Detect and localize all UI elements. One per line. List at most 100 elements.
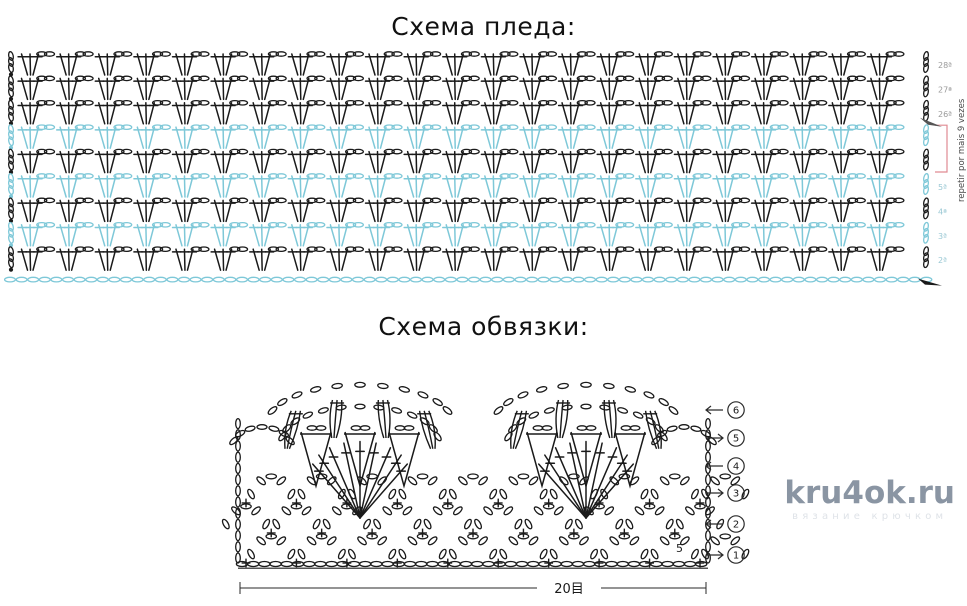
double-crochet-stitch — [94, 199, 106, 223]
arc-count-label: 5 — [676, 542, 683, 555]
double-crochet-stitch — [828, 224, 840, 247]
double-crochet-stitch — [804, 77, 815, 101]
double-crochet-stitch — [341, 248, 352, 271]
double-crochet-stitch — [557, 199, 569, 223]
repeat-note: repetir por mais 9 vezes — [957, 98, 967, 202]
chain-stitch — [143, 276, 156, 283]
double-crochet-stitch — [519, 248, 531, 271]
double-crochet-stitch — [866, 102, 878, 125]
chain-stitch — [236, 173, 249, 179]
chain-stitch — [607, 276, 620, 283]
chain-stitch — [198, 246, 210, 253]
chain-stitch — [388, 548, 397, 560]
chain-stitch — [198, 124, 210, 131]
chain-stitch — [777, 148, 789, 155]
double-crochet-stitch — [519, 175, 531, 198]
chain-stitch — [291, 560, 305, 568]
chain-stitch — [328, 276, 341, 283]
chain-stitch — [781, 276, 794, 283]
double-crochet-stitch — [403, 126, 415, 149]
double-crochet-stitch — [519, 102, 531, 125]
double-crochet-stitch — [148, 199, 159, 223]
chain-stitch — [409, 276, 423, 283]
double-crochet-stitch — [596, 175, 608, 198]
single-crochet-stitch — [695, 558, 705, 568]
double-crochet-stitch — [804, 248, 815, 271]
double-crochet-stitch — [673, 102, 685, 125]
chain-stitch — [275, 221, 287, 228]
double-crochet-stitch — [17, 175, 29, 198]
chain-stitch — [622, 148, 635, 155]
double-crochet-stitch — [133, 77, 145, 101]
double-crochet-stitch — [133, 224, 145, 247]
double-crochet-stitch — [302, 53, 314, 76]
double-crochet-stitch — [688, 150, 700, 174]
chain-stitch — [705, 507, 711, 519]
double-crochet-stitch — [611, 126, 622, 149]
chain-stitch — [429, 197, 442, 204]
double-crochet-stitch — [688, 53, 700, 76]
chain-stitch — [893, 99, 905, 106]
chain-stitch — [8, 221, 14, 232]
chain-stitch — [121, 148, 133, 155]
chain-stitch — [363, 518, 372, 530]
row-marker-circle — [727, 457, 745, 475]
row-label: 28ª — [938, 61, 952, 70]
chain-stitch — [528, 411, 540, 419]
chain-stitch — [659, 476, 670, 486]
double-crochet-stitch — [519, 77, 531, 101]
chain-stitch — [701, 548, 710, 560]
double-crochet-stitch — [750, 224, 762, 247]
double-crochet-stitch — [171, 102, 183, 125]
double-crochet-stitch — [456, 150, 468, 174]
chain-stitch — [448, 548, 457, 560]
chain-stitch — [777, 173, 789, 179]
chain-stitch — [507, 99, 519, 106]
double-crochet-stitch — [225, 224, 236, 247]
double-crochet-stitch — [828, 175, 840, 198]
chain-stitch — [816, 221, 828, 228]
chain-stitch — [923, 51, 929, 61]
chain-stitch — [131, 276, 144, 283]
chain-stitch — [198, 173, 210, 179]
chain-stitch — [734, 276, 747, 283]
double-crochet-stitch — [171, 224, 183, 247]
double-crochet-stitch — [519, 53, 531, 76]
double-crochet-stitch — [557, 175, 569, 198]
chart-row — [3, 276, 942, 286]
chain-stitch — [121, 99, 133, 106]
chain-stitch — [73, 276, 86, 283]
chain-stitch — [777, 99, 789, 106]
chain-stitch — [629, 425, 641, 431]
chain-stitch — [293, 276, 307, 283]
double-crochet-stitch — [611, 224, 622, 247]
double-crochet-stitch — [635, 248, 647, 271]
chain-stitch — [580, 381, 592, 388]
chain-stitch — [235, 451, 241, 463]
chain-stitch — [923, 185, 929, 195]
double-crochet-stitch — [712, 199, 724, 223]
chain-stitch — [757, 276, 771, 283]
double-crochet-stitch — [881, 224, 893, 247]
chain-stitch — [43, 124, 56, 131]
shell-stitch — [300, 431, 332, 489]
double-crochet-stitch — [866, 248, 878, 271]
chain-stitch — [923, 136, 929, 147]
chain-stitch — [235, 440, 241, 452]
chain-stitch — [429, 51, 442, 57]
chain-stitch — [545, 75, 558, 82]
double-crochet-stitch — [828, 126, 840, 149]
chain-stitch — [893, 173, 905, 179]
chain-stitch — [429, 99, 442, 106]
chain-stitch — [537, 276, 550, 283]
double-crochet-stitch — [519, 199, 531, 223]
double-crochet-stitch — [55, 224, 67, 247]
chain-stitch — [746, 276, 759, 283]
double-crochet-stitch — [210, 175, 222, 198]
chain-stitch — [235, 496, 241, 508]
double-crochet-stitch — [828, 77, 840, 101]
direction-arrow — [920, 117, 942, 127]
double-crochet-stitch — [210, 102, 222, 125]
chain-stitch — [314, 560, 327, 568]
double-crochet-stitch — [326, 53, 338, 76]
